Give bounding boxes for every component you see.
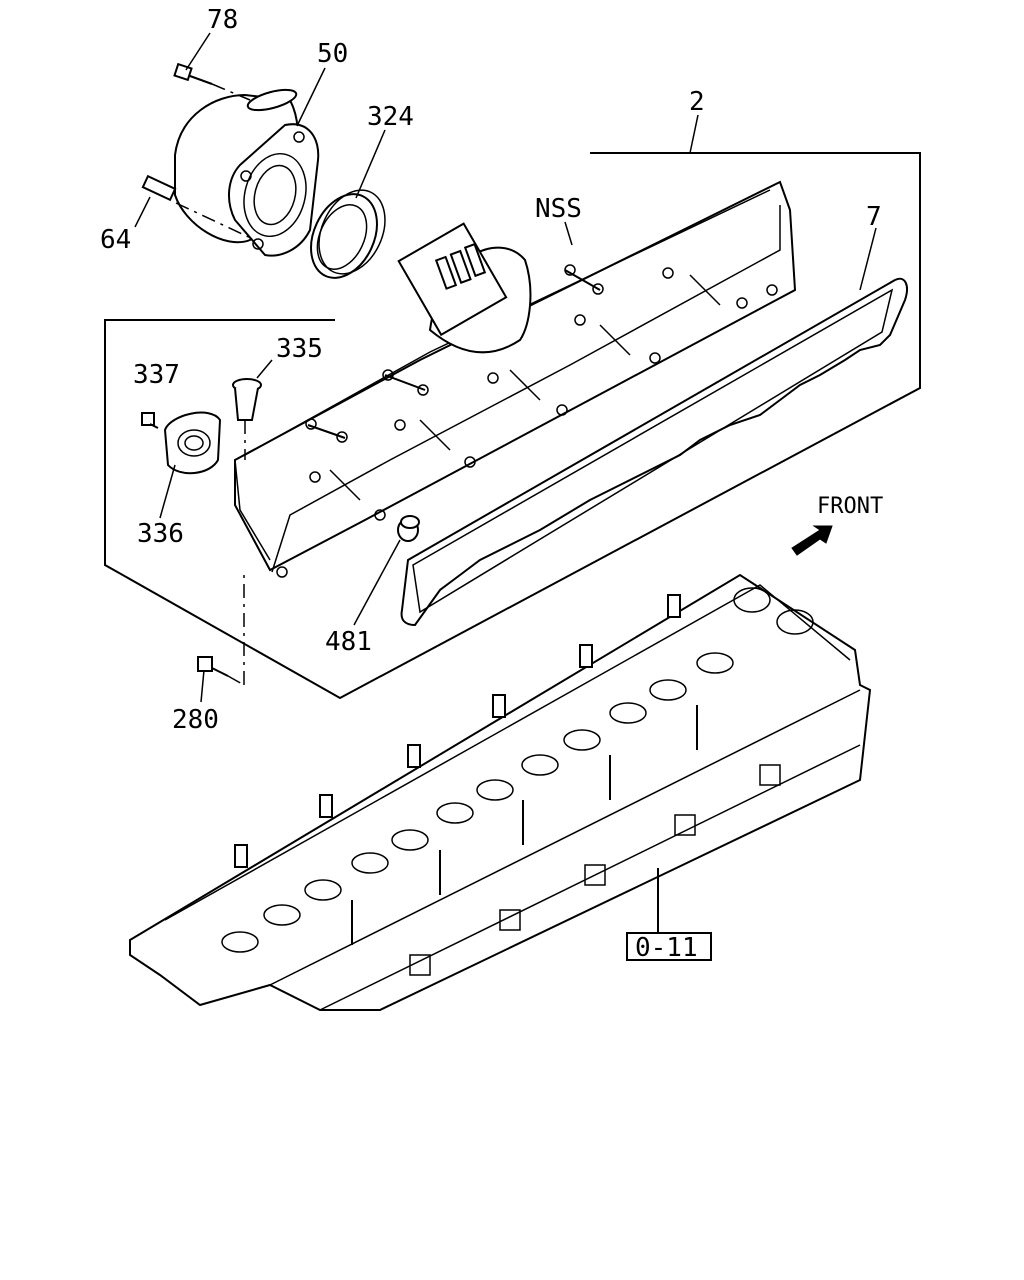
front-label: FRONT bbox=[817, 494, 883, 519]
callout-280: 280 bbox=[172, 705, 219, 735]
front-indicator: FRONT bbox=[791, 494, 883, 556]
callout-337: 337 bbox=[133, 360, 180, 390]
callout-335: 335 bbox=[276, 334, 323, 364]
reference-box: 0-11 bbox=[626, 932, 712, 963]
callout-336: 336 bbox=[137, 519, 184, 549]
cover-bolt-holes bbox=[276, 267, 778, 578]
bolt-337-part bbox=[141, 412, 159, 429]
callout-nss: NSS bbox=[535, 194, 582, 224]
injector-bores bbox=[351, 705, 698, 945]
internal-brackets bbox=[305, 264, 604, 443]
arrow-up-right-icon bbox=[791, 525, 833, 556]
valve-cover-body-part bbox=[234, 180, 797, 578]
callout-481: 481 bbox=[325, 627, 372, 657]
elbow-housing-part bbox=[174, 88, 320, 257]
cylinder-head-part bbox=[129, 573, 872, 1011]
reference-label: 0-11 bbox=[635, 933, 698, 963]
plug-335-part bbox=[232, 378, 262, 460]
callout-324: 324 bbox=[367, 102, 414, 132]
grommet-481-part bbox=[397, 515, 420, 542]
callout-50: 50 bbox=[317, 39, 348, 69]
side-ports bbox=[409, 764, 781, 976]
head-bosses bbox=[234, 594, 681, 868]
callout-78: 78 bbox=[207, 5, 238, 35]
flange-336-part bbox=[163, 411, 222, 475]
assembly-frame bbox=[104, 152, 921, 700]
callout-64: 64 bbox=[100, 225, 131, 255]
valve-seats bbox=[221, 587, 814, 953]
stud-64-part bbox=[141, 174, 256, 241]
seal-ring-part bbox=[310, 189, 386, 279]
leader-lines bbox=[134, 32, 877, 703]
bolt-280-part bbox=[197, 570, 245, 686]
cover-ribs bbox=[329, 274, 721, 501]
callout-2: 2 bbox=[689, 87, 705, 117]
callout-7: 7 bbox=[866, 202, 882, 232]
